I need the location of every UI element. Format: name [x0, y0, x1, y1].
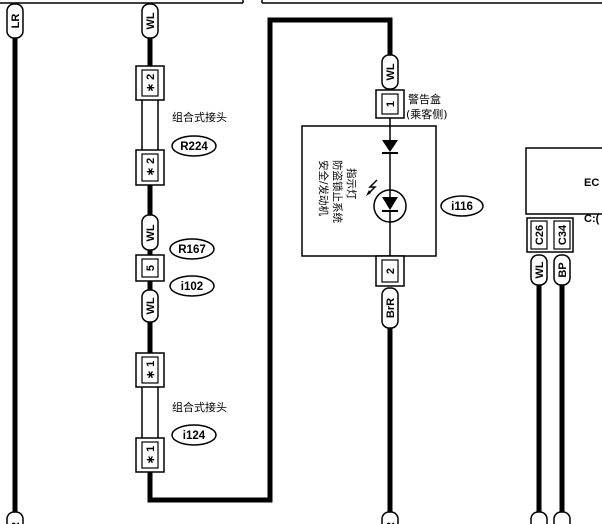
wire-label-brr: BrR [385, 298, 397, 318]
ref-r224-group: R224 [171, 135, 217, 157]
wire-label-wl-3-group: WL [141, 289, 159, 323]
connector-c26: C26 C34 [526, 217, 574, 253]
ecm-label: EC [584, 177, 599, 189]
joint-connector-top: ∗ 2 ∗ 2 [135, 65, 165, 186]
wire-label-wl-2: WL [145, 224, 157, 241]
ref-r167: R167 [178, 244, 206, 256]
wire-label-lr-bottom: R [10, 522, 22, 524]
ecm-connector-label: C:( [584, 213, 600, 225]
wire-wl-ecm: WL [530, 254, 548, 524]
joint-connector-top-label: 组合式接头 [172, 110, 227, 124]
connector-pin-5: 5 [135, 254, 165, 282]
joint-top-lower-pin: ∗ 2 [145, 158, 157, 176]
wire-label-wl-ecm: WL [534, 261, 546, 278]
joint-top-upper-pin: ∗ 2 [145, 74, 157, 92]
ref-i102: i102 [181, 281, 203, 293]
ref-i116-group: i116 [440, 195, 484, 217]
wire-label-brr-group: BrR [381, 287, 399, 329]
wire-label-wl-1-group: WL [141, 3, 159, 39]
indicator-label-2: 防盗锁止系统 [331, 160, 344, 223]
pin-1-label: 1 [385, 101, 397, 107]
wire-label-wl-2-group: WL [141, 214, 159, 251]
wire-label-wl-1: WL [145, 12, 157, 29]
ref-i102-group: i102 [169, 275, 215, 297]
ref-r224: R224 [180, 141, 208, 153]
ref-i124-group: i124 [171, 424, 217, 446]
pin-5-label: 5 [145, 265, 157, 271]
wire-label-brr-bottom: R [385, 522, 397, 524]
pin-2-label: 2 [385, 268, 397, 274]
warning-box-label: 警告盒 [408, 92, 441, 106]
joint-connector-bottom-label: 组合式接头 [172, 400, 227, 414]
wire-label-lr: LR [10, 14, 22, 29]
wire-bp-ecm: BP [553, 254, 571, 524]
connector-pin-2: 2 [375, 255, 405, 287]
ecm-box: EC C:( [525, 147, 602, 225]
wire-lr: LR R [6, 3, 24, 524]
wire-label-wl-right-group: WL [381, 54, 399, 90]
connector-pin-1: 1 [375, 89, 405, 119]
joint-bot-upper-pin: ∗ 1 [145, 361, 157, 379]
ref-r167-group: R167 [169, 238, 215, 260]
indicator-label-3: 指示灯 [345, 168, 358, 200]
wire-label-wl-3: WL [145, 297, 157, 314]
diode-icon [382, 140, 398, 152]
indicator-box: 安全/发动机 防盗锁止系统 指示灯 [301, 118, 437, 257]
warning-box-sublabel: (乘客侧) [406, 107, 448, 121]
ref-i116: i116 [451, 201, 473, 213]
c34-label: C34 [557, 224, 569, 245]
light-emission-icon [367, 179, 378, 195]
ref-i124: i124 [183, 430, 206, 442]
wire-label-bp-ecm: BP [557, 262, 569, 277]
indicator-label-1: 安全/发动机 [317, 160, 330, 217]
wire-wl-harness [147, 17, 393, 503]
c26-label: C26 [534, 225, 546, 245]
joint-connector-bottom: ∗ 1 ∗ 1 [135, 352, 165, 473]
joint-bot-lower-pin: ∗ 1 [145, 446, 157, 464]
frame-lines [0, 0, 602, 4]
wire-label-wl-right: WL [385, 63, 397, 80]
